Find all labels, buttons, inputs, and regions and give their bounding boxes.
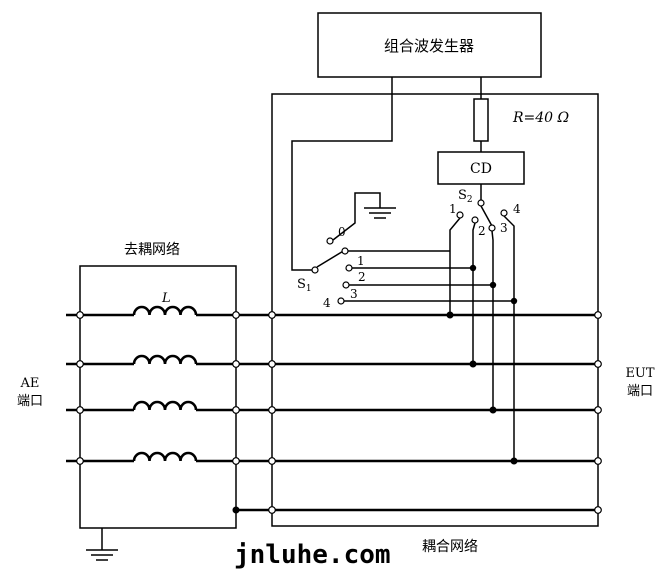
s2-wire-1: [449, 217, 461, 315]
inductor-icon: [132, 305, 198, 463]
s1-position-3: 3: [350, 287, 358, 301]
ground-icon: [86, 549, 118, 561]
generator-to-s1-wire: [291, 77, 393, 271]
line-terminals: [76, 311, 602, 514]
eut-port-label: EUT: [625, 366, 654, 381]
s2-position-1: 1: [449, 202, 457, 216]
s1-label: S1: [297, 277, 312, 294]
coupling-network-box: [271, 93, 599, 527]
cd-label: CD: [470, 161, 492, 177]
s2-wire-4: [503, 215, 515, 461]
s1-position-1: 1: [357, 254, 365, 268]
ae-port-label-2: 端口: [17, 394, 43, 409]
generator-label: 组合波发生器: [384, 37, 474, 55]
s2-position-4: 4: [513, 202, 521, 216]
coupling-network-label: 耦合网络: [422, 539, 478, 555]
s1-ground-wire: [332, 192, 381, 241]
decoupling-network-label: 去耦网络: [124, 242, 180, 258]
s2-common-terminal: [477, 199, 485, 207]
resistor-label: R=40 Ω: [512, 110, 570, 126]
s2-position-2: 2: [478, 224, 486, 238]
eut-port-label-2: 端口: [627, 384, 653, 399]
s1-position-0: 0: [338, 225, 346, 239]
s2-blade: [480, 205, 493, 227]
s1-common-terminal: [311, 266, 319, 274]
inductor-label: L: [161, 291, 171, 306]
s2-wire-2: [472, 222, 476, 364]
watermark: jnluhe.com: [234, 540, 391, 570]
ground-icon: [364, 207, 396, 219]
resistor: [473, 98, 489, 142]
s2-label: S2: [458, 188, 473, 205]
s1-position-4: 4: [323, 296, 331, 310]
s1-position-2: 2: [358, 270, 366, 284]
generator-box: [317, 12, 542, 78]
s1-blade: [316, 249, 346, 268]
s2-position-3: 3: [500, 221, 508, 235]
decoupling-network-box: [79, 265, 237, 529]
ae-port-label: AE: [20, 376, 40, 391]
s2-wire-3: [491, 230, 494, 410]
